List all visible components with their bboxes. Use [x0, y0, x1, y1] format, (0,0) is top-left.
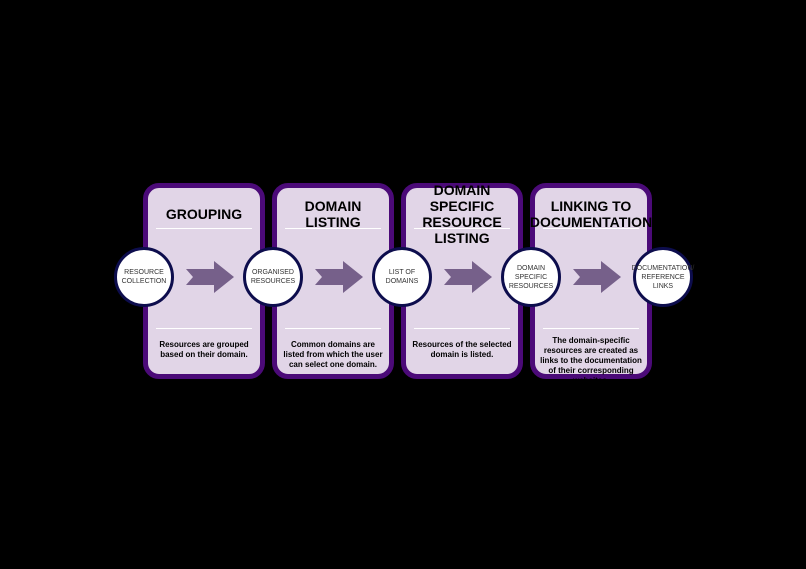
divider — [414, 228, 510, 229]
flow-arrow-icon — [186, 261, 234, 293]
stage-description: The domain-specific resources are create… — [540, 336, 642, 385]
divider — [285, 228, 381, 229]
divider — [156, 228, 252, 229]
node-organised-resources: ORGANISED RESOURCES — [243, 247, 303, 307]
flow-arrow-icon — [315, 261, 363, 293]
divider — [414, 328, 510, 329]
node-list-of-domains: LIST OF DOMAINS — [372, 247, 432, 307]
node-resource-collection: RESOURCE COLLECTION — [114, 247, 174, 307]
divider — [543, 328, 639, 329]
node-domain-specific-resources: DOMAIN SPECIFIC RESOURCES — [501, 247, 561, 307]
stage-description: Common domains are listed from which the… — [283, 340, 383, 369]
node-documentation-reference-links: DOCUMENTATION/ REFERENCE LINKS — [632, 247, 694, 307]
flow-arrow-icon — [444, 261, 492, 293]
flow-arrow-icon — [573, 261, 621, 293]
divider — [543, 228, 639, 229]
stage-description: Resources are grouped based on their dom… — [159, 340, 249, 359]
divider — [156, 328, 252, 329]
stage-title: DOMAIN LISTING — [304, 198, 362, 230]
stage-title: DOMAIN SPECIFIC RESOURCE LISTING — [422, 182, 502, 246]
divider — [285, 328, 381, 329]
stage-title: GROUPING — [165, 206, 243, 222]
stage-title: LINKING TO DOCUMENTATION — [529, 198, 653, 230]
stage-description: Resources of the selected domain is list… — [412, 340, 512, 359]
